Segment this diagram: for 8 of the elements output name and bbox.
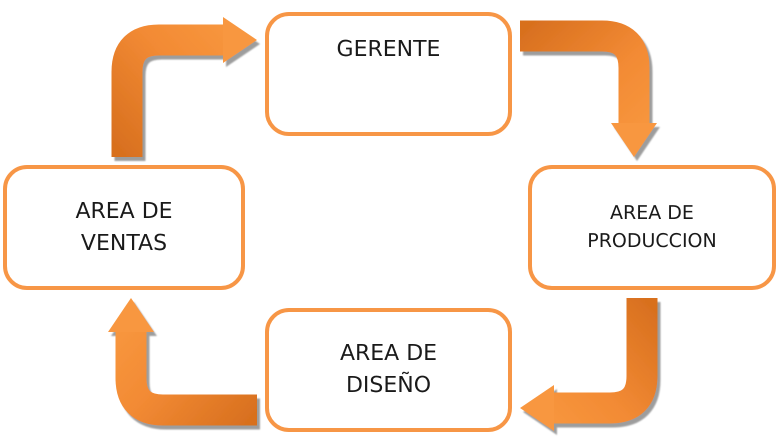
box-label: GERENTE (336, 36, 440, 64)
process-box (528, 165, 776, 290)
process-box (3, 165, 245, 290)
box-label: AREA DE PRODUCCION (586, 200, 718, 254)
box-label: AREA DE DISEÑO (338, 340, 438, 400)
process-box (265, 12, 512, 136)
box-label: AREA DE VENTAS (74, 198, 174, 258)
process-box (265, 308, 512, 432)
